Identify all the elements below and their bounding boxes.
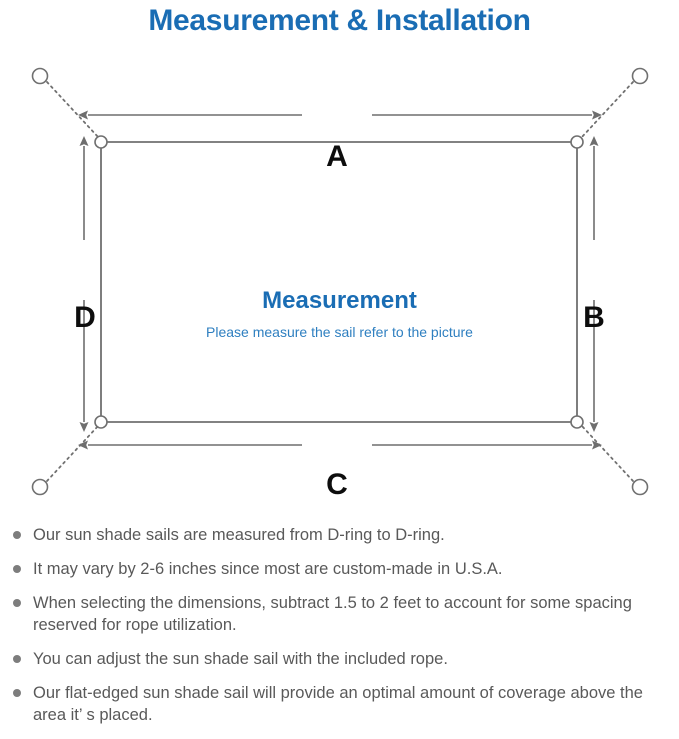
anchor-point-bottom-left [31, 478, 49, 496]
note-text: Our sun shade sails are measured from D-… [33, 526, 445, 544]
rope-line-top-left [46, 81, 100, 139]
diagram-inner-subtitle: Please measure the sail refer to the pic… [206, 324, 473, 340]
note-text: When selecting the dimensions, subtract … [33, 594, 632, 634]
d-ring-bottom-left [94, 415, 108, 429]
anchor-point-bottom-right [631, 478, 649, 496]
list-item: Our flat-edged sun shade sail will provi… [0, 682, 679, 726]
anchor-point-top-left [31, 67, 49, 85]
rope-line-top-right [580, 81, 634, 139]
list-item: When selecting the dimensions, subtract … [0, 592, 679, 636]
d-ring-top-left [94, 135, 108, 149]
diagram-inner-title: Measurement [262, 287, 417, 314]
list-item: It may vary by 2-6 inches since most are… [0, 558, 679, 580]
d-ring-bottom-right [570, 415, 584, 429]
bullet-dot-icon [13, 689, 21, 697]
rope-line-bottom-left [46, 424, 100, 482]
note-text: It may vary by 2-6 inches since most are… [33, 560, 503, 578]
anchor-point-top-right [631, 67, 649, 85]
bullet-dot-icon [13, 655, 21, 663]
list-item: Our sun shade sails are measured from D-… [0, 524, 679, 546]
sail-rectangle [100, 141, 578, 423]
bullet-dot-icon [13, 531, 21, 539]
page-title: Measurement & Installation [148, 4, 531, 37]
dimension-label-a: A [326, 140, 348, 173]
diagram-svg [31, 67, 649, 496]
d-ring-top-right [570, 135, 584, 149]
bullet-dot-icon [13, 565, 21, 573]
list-item: You can adjust the sun shade sail with t… [0, 648, 679, 670]
bullet-dot-icon [13, 599, 21, 607]
measurement-diagram: A C D B Measurement Please measure the s… [0, 50, 679, 510]
notes-list: Our sun shade sails are measured from D-… [0, 524, 679, 738]
note-text: You can adjust the sun shade sail with t… [33, 650, 448, 668]
dimension-label-c: C [326, 468, 348, 501]
dimension-label-d: D [74, 301, 96, 334]
rope-line-bottom-right [580, 424, 634, 482]
dimension-label-b: B [583, 301, 605, 334]
note-text: Our flat-edged sun shade sail will provi… [33, 684, 643, 724]
